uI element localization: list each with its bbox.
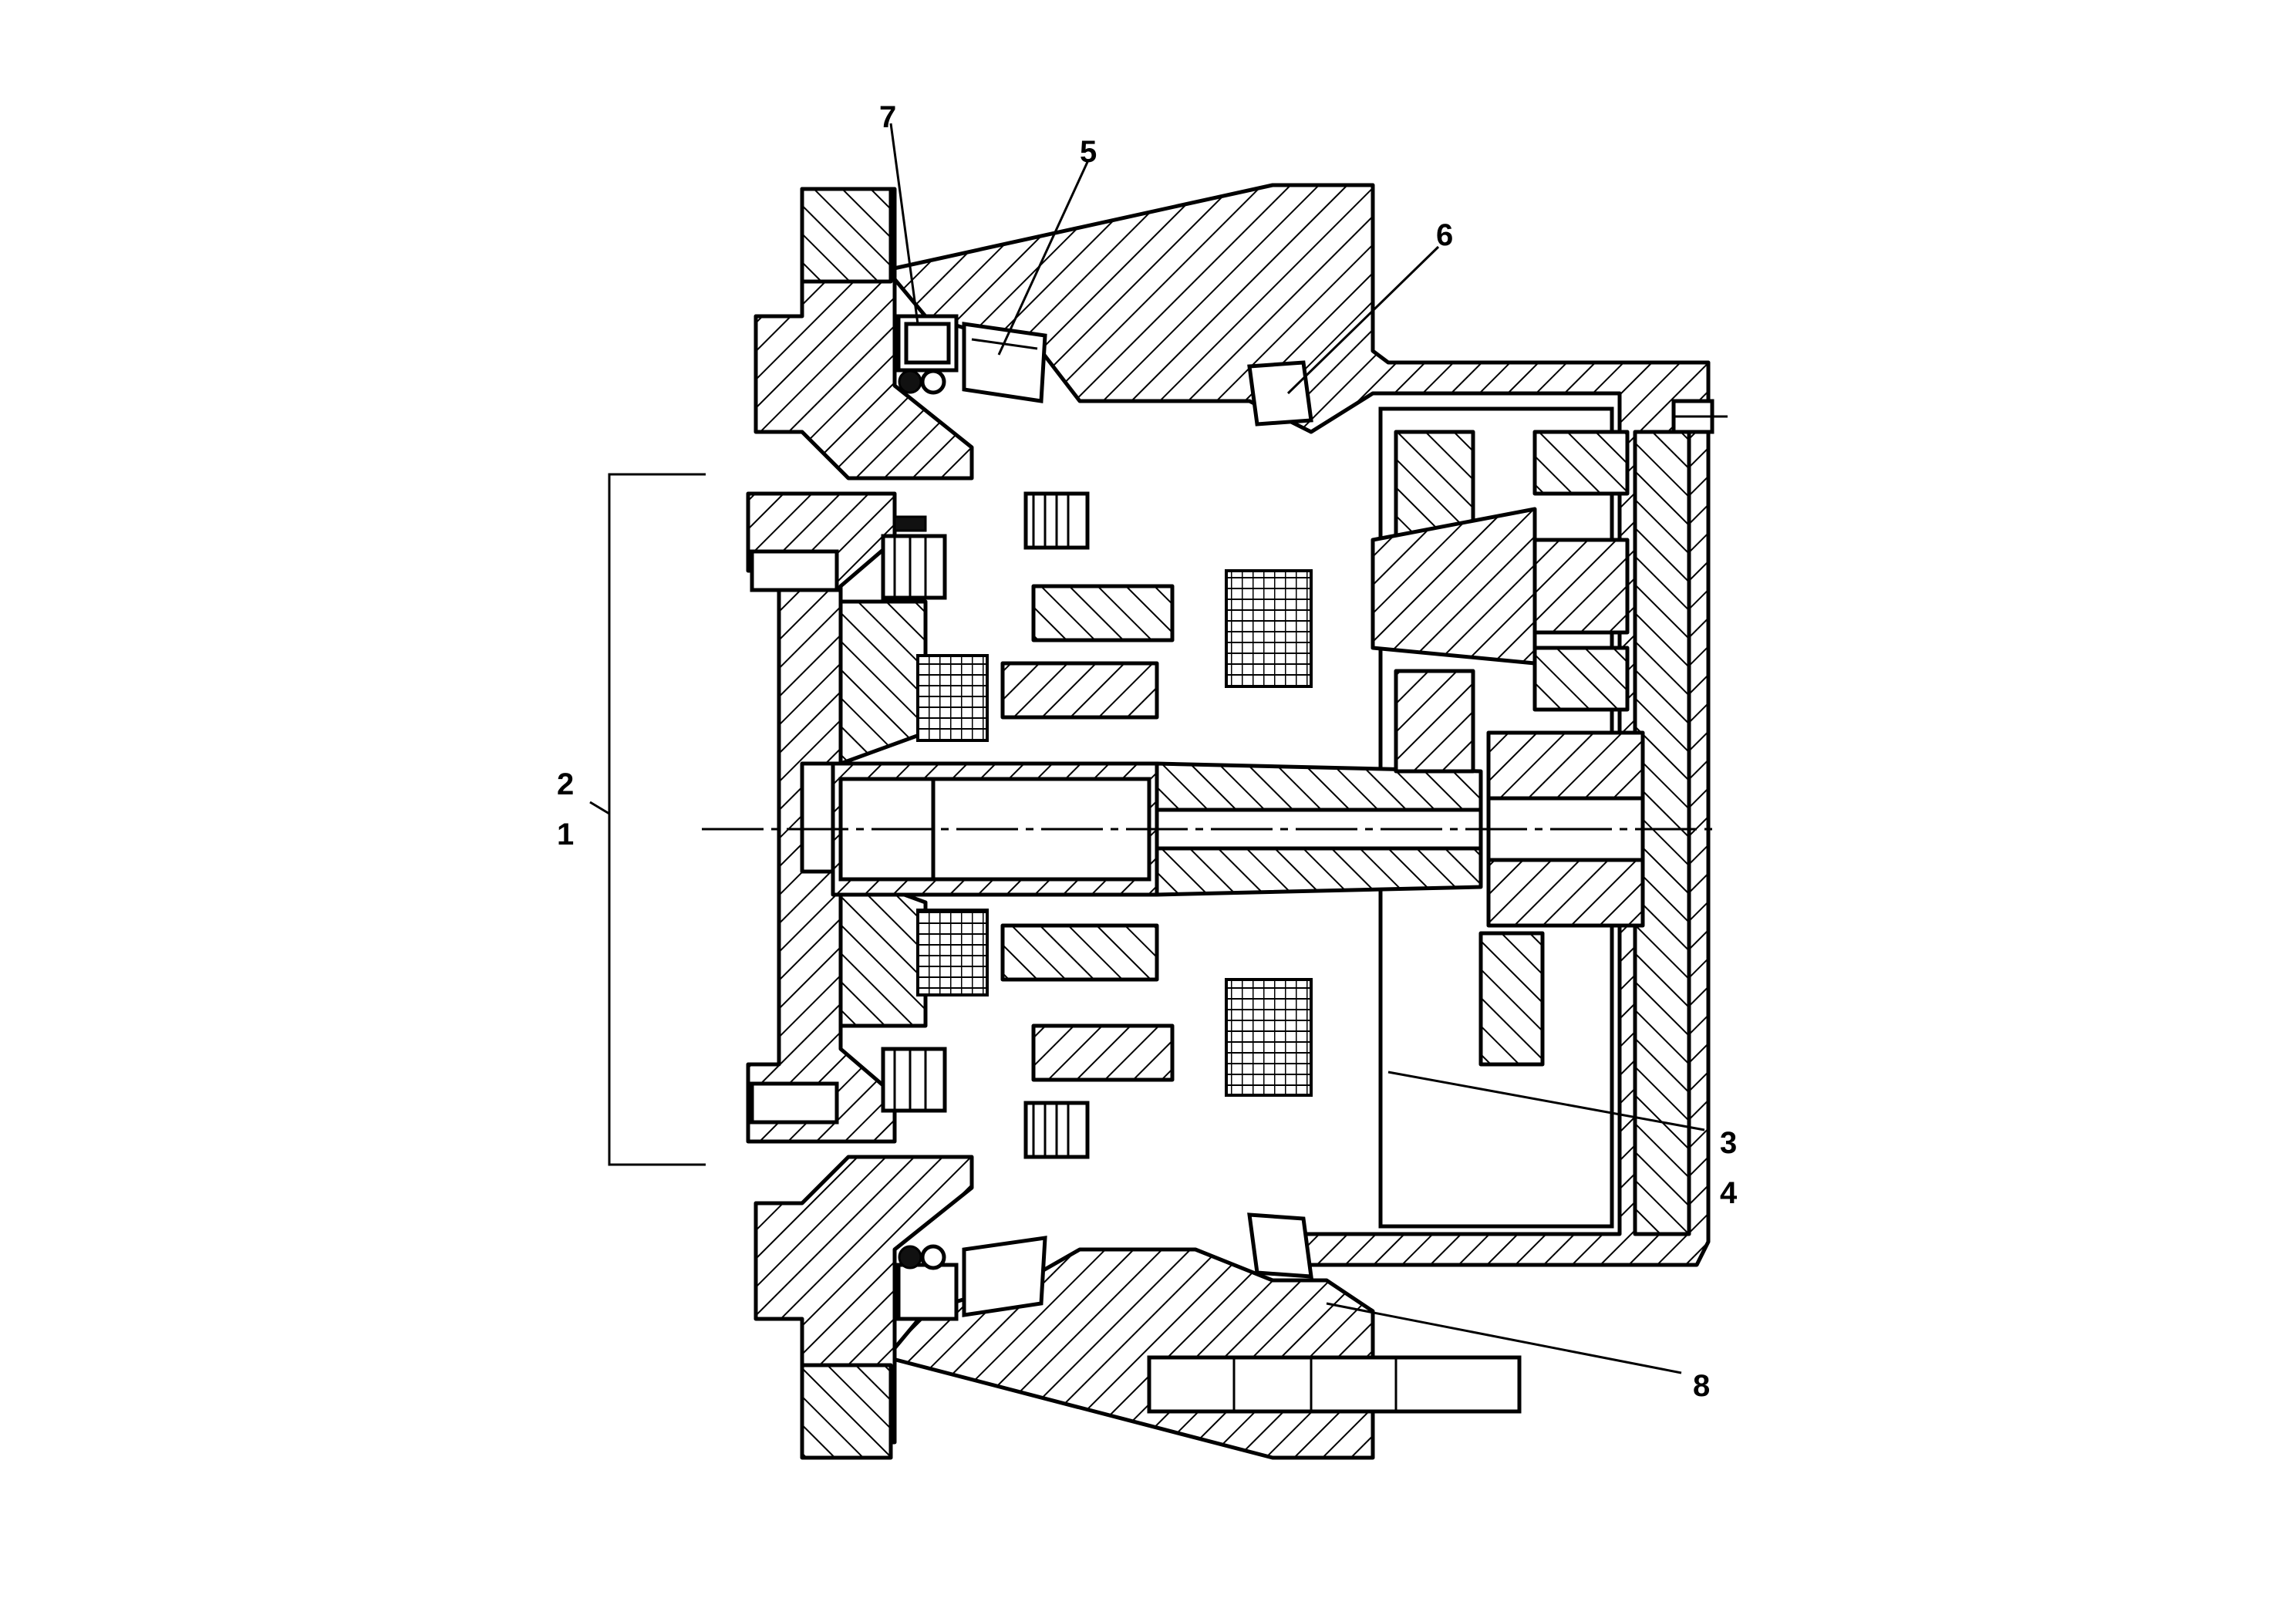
left-flange (754, 187, 974, 1460)
roller-cage-upper (881, 515, 947, 600)
callout-5: 5 (1080, 135, 1097, 169)
disc-pack-upper-right (1225, 569, 1313, 688)
planet-gear-upper (1000, 491, 1175, 720)
callout-3: 3 (1720, 1126, 1737, 1160)
roller-cage-lower (881, 1047, 947, 1113)
bearing-5-lower (962, 1236, 1047, 1317)
bracket-1-2 (589, 473, 706, 1166)
vent-plug (1671, 399, 1728, 434)
planet-gear-lower (1000, 923, 1175, 1159)
callout-6: 6 (1436, 218, 1453, 252)
disc-pack-lower-left (916, 909, 989, 996)
bearing-7-upper (896, 314, 959, 395)
output-pinion (1147, 1355, 1522, 1414)
bearing-7-lower (896, 1244, 959, 1321)
callout-1: 1 (557, 818, 574, 851)
central-shaft (702, 730, 1720, 928)
callout-2: 2 (557, 767, 574, 801)
disc-pack-upper-left (916, 654, 989, 742)
bearing-6-lower (1247, 1212, 1313, 1279)
leader-3-4 (1387, 1071, 1705, 1131)
callout-4: 4 (1720, 1176, 1738, 1210)
bearing-5-upper (962, 322, 1047, 403)
disc-pack-lower-right (1225, 978, 1313, 1097)
leader-5 (997, 161, 1089, 356)
right-planet-stage (1371, 430, 1630, 1067)
hub-carrier (746, 491, 928, 1144)
bearing-6-upper (1247, 360, 1313, 427)
callout-8: 8 (1693, 1369, 1710, 1403)
leader-7 (889, 123, 919, 325)
callout-7: 7 (879, 100, 896, 134)
leader-6 (1286, 245, 1440, 395)
leader-8 (1326, 1302, 1682, 1374)
